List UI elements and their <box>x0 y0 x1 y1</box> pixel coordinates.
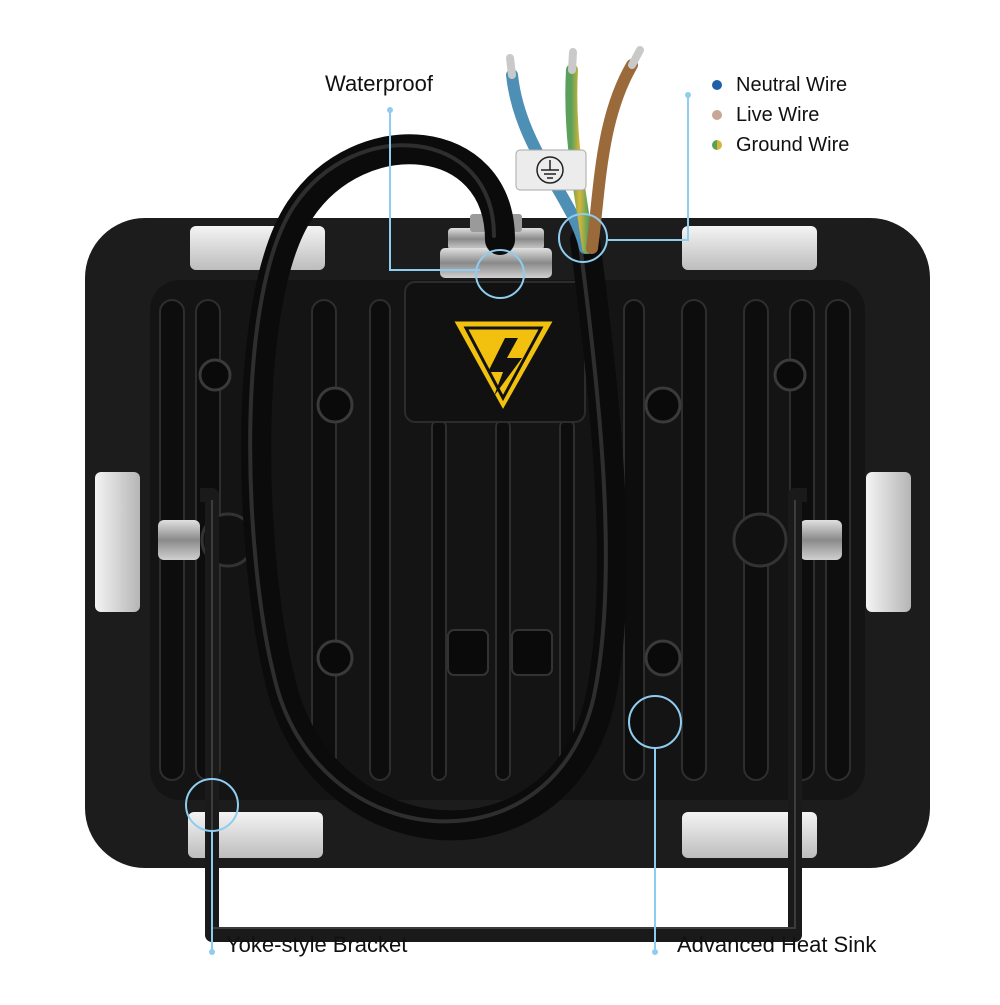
pivot-bolt-right <box>800 520 842 560</box>
power-cable-highlight <box>248 143 608 824</box>
bottom-clip-left <box>447 629 489 676</box>
ground-wire-dot-icon <box>712 140 722 150</box>
power-cable <box>241 134 627 841</box>
corner-pad-bottom-left <box>188 812 323 858</box>
legend-label-ground: Ground Wire <box>736 133 850 156</box>
legend-item-live: Live Wire <box>712 100 849 130</box>
yoke-bracket-label: Yoke-style Bracket <box>226 932 408 957</box>
live-wire-dot-icon <box>712 110 722 120</box>
legend-label-live: Live Wire <box>736 103 820 126</box>
wire-legend: Neutral Wire Live Wire Ground Wire <box>712 70 849 160</box>
pivot-knob-right <box>732 512 788 568</box>
callout-lines <box>185 95 689 950</box>
corner-pad-bottom-right <box>682 812 817 858</box>
callout-anchor-dot <box>685 92 691 98</box>
legend-item-neutral: Neutral Wire <box>712 70 849 100</box>
callout-anchor-dot <box>652 949 658 955</box>
legend-label-neutral: Neutral Wire <box>736 73 848 96</box>
callout-anchor-dot <box>387 107 393 113</box>
waterproof-label: Waterproof <box>325 71 434 96</box>
bottom-clip-right <box>511 629 553 676</box>
legend-item-ground: Ground Wire <box>712 130 849 160</box>
side-pad-left <box>95 472 140 612</box>
corner-pad-top-right <box>682 226 817 270</box>
ground-symbol-icon <box>515 149 587 191</box>
mounting-screws <box>198 358 807 677</box>
pivot-bolt-left <box>158 520 200 560</box>
neutral-wire-dot-icon <box>712 80 722 90</box>
yoke-bracket-highlight <box>211 500 796 929</box>
side-pad-right <box>866 472 911 612</box>
yoke-bracket <box>200 488 807 942</box>
high-voltage-warning-icon <box>449 318 558 416</box>
callout-anchor-dot <box>209 949 215 955</box>
heat-sink-label: Advanced Heat Sink <box>677 932 877 957</box>
corner-pad-top-left <box>190 226 325 270</box>
